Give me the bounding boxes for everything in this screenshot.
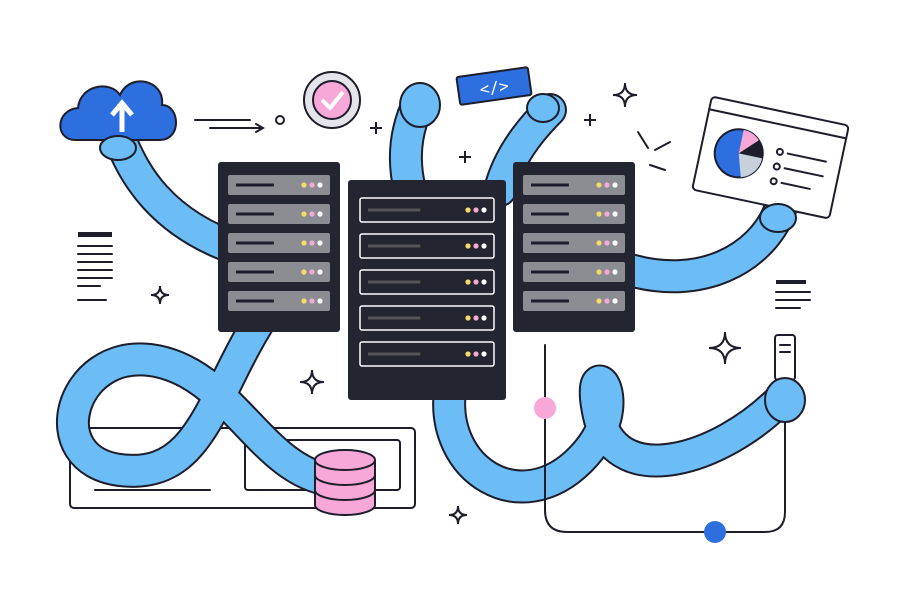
status-led (309, 269, 315, 275)
status-led (465, 243, 471, 249)
check-badge-icon (303, 71, 361, 129)
server-slot (359, 197, 495, 223)
status-led (473, 279, 479, 285)
server-rack-center (348, 180, 506, 400)
server-slot (523, 233, 625, 253)
status-led (612, 298, 618, 304)
sparkle-icon (708, 331, 742, 365)
status-led (473, 207, 479, 213)
status-led (465, 279, 471, 285)
server-slot (359, 269, 495, 295)
status-led (481, 279, 487, 285)
server-slot (228, 291, 330, 311)
status-led (301, 182, 307, 188)
status-led (596, 182, 602, 188)
server-slot (228, 175, 330, 195)
status-led (604, 240, 610, 246)
status-led (612, 240, 618, 246)
sparkle-icon (299, 369, 325, 395)
status-led (481, 243, 487, 249)
server-slot (359, 341, 495, 367)
sparkle-icon (150, 285, 170, 305)
status-led (604, 182, 610, 188)
status-led (612, 182, 618, 188)
status-led (309, 182, 315, 188)
status-led (473, 243, 479, 249)
status-led (604, 269, 610, 275)
status-led (473, 315, 479, 321)
status-led (317, 269, 323, 275)
status-led (481, 315, 487, 321)
status-led (612, 269, 618, 275)
thumbs-up-hand (399, 82, 441, 128)
status-led (317, 211, 323, 217)
document-lines-icon (77, 232, 113, 301)
arrow-icon (194, 115, 285, 133)
status-led (465, 315, 471, 321)
status-led (317, 298, 323, 304)
status-led (309, 240, 315, 246)
hand-holding-cloud (99, 135, 137, 161)
status-led (604, 211, 610, 217)
hand-pointing (526, 93, 560, 123)
hand-holding-card (759, 203, 797, 233)
ethernet-plug-icon (774, 334, 796, 381)
signal-lines-icon (637, 131, 671, 171)
document-lines-icon (775, 280, 811, 309)
status-led (317, 182, 323, 188)
status-led (596, 269, 602, 275)
status-led (301, 269, 307, 275)
cable-node-blue (704, 521, 726, 543)
status-led (301, 298, 307, 304)
status-led (481, 351, 487, 357)
status-led (481, 207, 487, 213)
server-rack-left (218, 162, 340, 332)
code-tag-icon: </> (455, 66, 533, 106)
server-rack-right (513, 162, 635, 332)
server-slot (228, 233, 330, 253)
server-slot (523, 175, 625, 195)
status-led (465, 207, 471, 213)
server-slot (228, 204, 330, 224)
status-led (596, 211, 602, 217)
server-slot (359, 305, 495, 331)
server-slot (228, 262, 330, 282)
sparkle-icon (612, 82, 638, 108)
code-tag-label: </> (479, 76, 510, 99)
sparkles (150, 82, 742, 525)
status-led (309, 298, 315, 304)
database-icon (314, 449, 376, 516)
status-led (309, 211, 315, 217)
status-led (596, 298, 602, 304)
status-led (301, 211, 307, 217)
status-led (612, 211, 618, 217)
plus-icon (370, 122, 382, 134)
sparkle-icon (448, 505, 468, 525)
plus-icon (459, 151, 471, 163)
plus-icon (584, 114, 596, 126)
server-slot (523, 291, 625, 311)
status-led (596, 240, 602, 246)
ethernet-cable (534, 334, 806, 543)
cloud-upload-icon (59, 80, 177, 141)
status-led (317, 240, 323, 246)
cable-node-pink (534, 397, 556, 419)
server-slot (523, 262, 625, 282)
pie-chart-card-icon (691, 96, 850, 219)
status-led (473, 351, 479, 357)
server-slot (523, 204, 625, 224)
server-slot (359, 233, 495, 259)
status-led (604, 298, 610, 304)
status-led (301, 240, 307, 246)
status-led (465, 351, 471, 357)
hand-holding-plug (764, 377, 806, 423)
